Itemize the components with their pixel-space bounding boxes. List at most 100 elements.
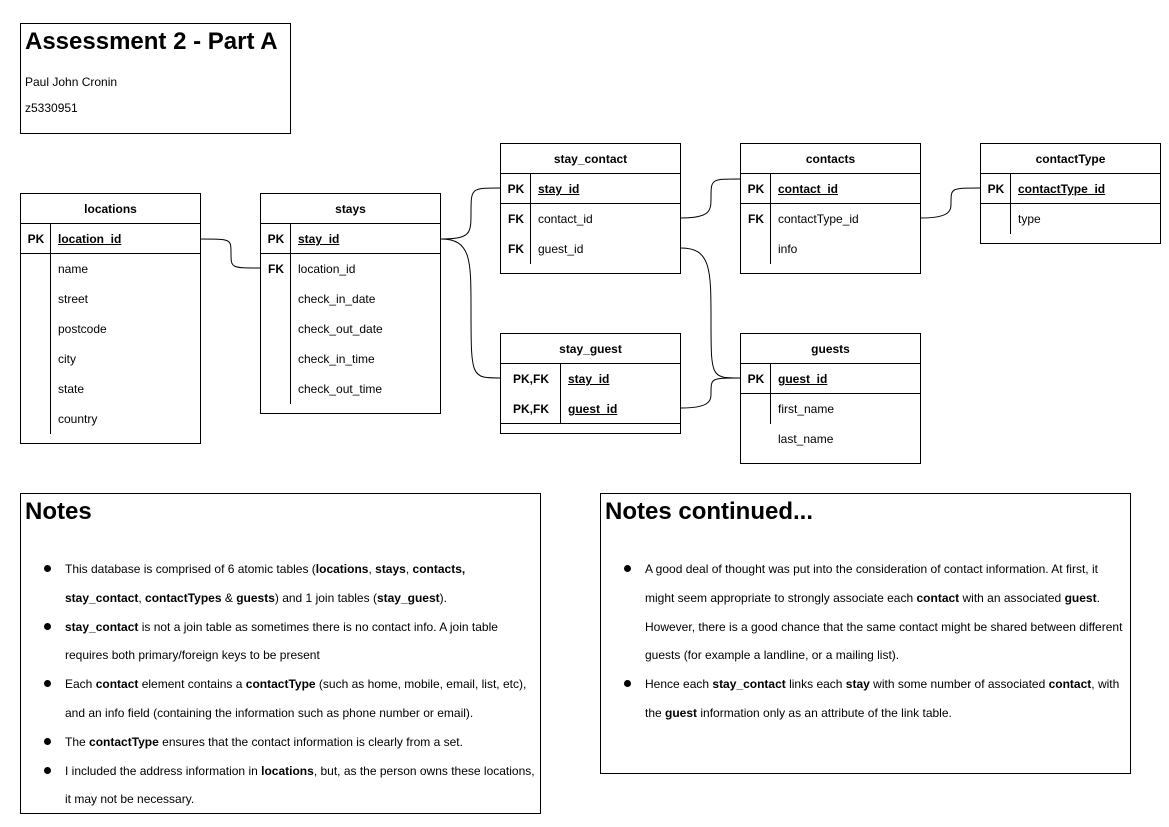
notes-list: This database is comprised of 6 atomic t…: [21, 555, 539, 814]
note-text: This database is comprised of 6 atomic t…: [65, 562, 316, 576]
note-text: with some number of associated: [869, 677, 1049, 692]
note-text: I included the address information in: [65, 763, 262, 778]
table-contacttype: contactType PK contactType_id type: [980, 143, 1161, 244]
author-name: Paul John Cronin: [25, 75, 118, 89]
field-name: guest_id: [778, 372, 828, 386]
table-header: contacts: [741, 144, 920, 174]
pk-row: PK guest_id: [741, 364, 920, 394]
connector-stay-contact-guests: [680, 247, 741, 379]
notes-box: Notes This database is comprised of 6 at…: [20, 493, 541, 814]
field-name: location_id: [58, 232, 122, 246]
key-label: PK: [987, 182, 1005, 196]
note-text: ,: [138, 590, 146, 605]
field-name: type: [1018, 212, 1041, 226]
key-label: FK: [748, 212, 764, 226]
note-bold-term: locations: [261, 763, 314, 778]
key-label: PK,FK: [513, 372, 549, 386]
connector-stays-stay-guest: [440, 238, 501, 379]
note-item: stay_contact is not a join table as some…: [21, 613, 539, 671]
field-name: contactType_id: [778, 212, 859, 226]
key-label: PK: [507, 182, 525, 196]
field-name: last_name: [778, 432, 834, 446]
note-text: ensures that the contact information is …: [158, 734, 463, 749]
table-header: contactType: [981, 144, 1160, 174]
bullet-icon: [44, 737, 51, 745]
note-bold-term: guest: [1064, 590, 1097, 605]
note-bold-term: contacts,: [412, 562, 466, 576]
note-text: (such as home, mobile, email, list, etc)…: [65, 677, 527, 720]
pk-row: PK location_id: [21, 224, 200, 254]
key-divider: [1010, 174, 1011, 234]
note-text: , with the: [645, 677, 1120, 720]
key-divider: [50, 224, 51, 434]
note-text: . However, there is a good chance that t…: [645, 590, 1123, 663]
bullet-icon: [624, 680, 631, 688]
connector-locations-stays: [200, 238, 261, 269]
field-name: city: [58, 352, 76, 366]
key-divider: [290, 224, 291, 404]
key-divider: [770, 174, 771, 264]
note-text: A good deal of thought was put into the …: [645, 562, 1098, 605]
note-item: I included the address information in lo…: [21, 757, 539, 815]
key-label: FK: [268, 262, 284, 276]
note-item: This database is comprised of 6 atomic t…: [21, 555, 539, 613]
note-text: with an associated: [959, 590, 1065, 605]
table-header: stay_guest: [501, 334, 680, 364]
note-text: ,: [368, 562, 376, 576]
note-text: ,: [405, 562, 413, 576]
bullet-icon: [44, 565, 51, 572]
field-name: name: [58, 262, 89, 276]
field-name: postcode: [58, 322, 107, 336]
note-text: information only as an attribute of the …: [697, 705, 952, 720]
note-text: ).: [439, 590, 447, 605]
field-name: contactType_id: [1018, 182, 1106, 196]
table-header: guests: [741, 334, 920, 364]
note-bold-term: contact: [95, 677, 139, 692]
note-bold-term: contactType: [89, 734, 159, 749]
field-name: street: [58, 292, 89, 306]
field-name: guest_id: [568, 402, 618, 416]
note-bold-term: contact: [1048, 677, 1092, 692]
table-guests: guests PK guest_id first_name last_name: [740, 333, 921, 464]
note-item: A good deal of thought was put into the …: [601, 555, 1127, 670]
note-text: element contains a: [138, 677, 246, 692]
pk-row: PK contactType_id: [981, 174, 1160, 204]
notes-continued-box: Notes continued... A good deal of though…: [600, 493, 1131, 774]
connector-contacts-contacttype: [920, 187, 981, 219]
key-row: PK,FK guest_id: [501, 394, 680, 424]
note-bold-term: stays: [375, 562, 406, 576]
table-header: locations: [21, 194, 200, 224]
note-bold-term: contact: [916, 590, 960, 605]
field-name: first_name: [778, 402, 835, 416]
note-text: links each: [785, 677, 846, 692]
note-text: Hence each: [645, 677, 713, 692]
field-name: check_in_date: [298, 292, 376, 306]
note-bold-term: stay_contact: [65, 619, 139, 634]
note-bold-term: contactTypes: [145, 590, 222, 605]
note-text: Each: [65, 677, 96, 692]
key-label: PK: [747, 182, 765, 196]
note-bold-term: stay: [845, 677, 870, 692]
bullet-icon: [624, 565, 631, 572]
key-divider: [770, 364, 771, 424]
note-item: The contactType ensures that the contact…: [21, 728, 539, 757]
field-name: location_id: [298, 262, 356, 276]
note-text: ) and 1 join tables (: [274, 590, 377, 605]
note-text: The: [65, 734, 90, 749]
note-bold-term: stay_contact: [712, 677, 786, 692]
pk-row: PK stay_id: [261, 224, 440, 254]
bullet-icon: [44, 766, 51, 774]
note-item: Each contact element contains a contactT…: [21, 670, 539, 728]
key-label: PK: [27, 232, 45, 246]
connector-stay-guest-guests: [680, 377, 741, 409]
field-name: stay_id: [298, 232, 340, 246]
note-bold-term: guest: [665, 705, 698, 720]
key-divider: [530, 174, 531, 264]
key-label: PK: [267, 232, 285, 246]
title-box: Assessment 2 - Part A Paul John Cronin z…: [20, 23, 291, 134]
pk-row: PK contact_id: [741, 174, 920, 204]
